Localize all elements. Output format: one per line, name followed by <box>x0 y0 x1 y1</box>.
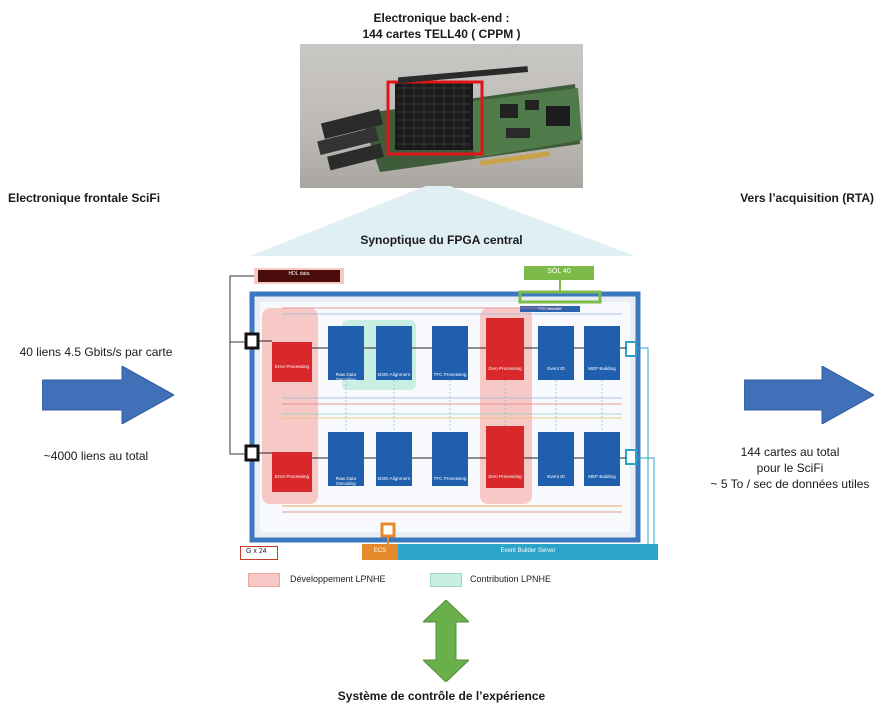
fpga-bottom-block-4: Zero Processing <box>488 474 522 479</box>
legend-contrib-swatch <box>430 573 462 587</box>
right-info: 144 cartes au total pour le SciFi ~ 5 To… <box>700 444 880 492</box>
fpga-top-block-0: Error Processing <box>274 364 310 369</box>
synoptic-title: Synoptique du FPGA central <box>360 233 523 247</box>
legend-gx-label: G x 24 <box>246 548 267 555</box>
fpga-top-block-5: Event ID <box>547 366 565 371</box>
event-builder-label: Event Builder Server <box>500 548 556 554</box>
fpga-bottom-block-0: Error Processing <box>274 474 310 479</box>
header-title: Electronique back-end : 144 cartes TELL4… <box>300 10 583 42</box>
fpga-top-block-2: BXID Alignment <box>377 372 411 377</box>
fpga-top-block-4: Zero Processing <box>488 366 522 371</box>
tell40-board-photo <box>300 44 583 188</box>
fpga-top-block-3: TFC Processing <box>433 372 467 377</box>
input-arrow <box>42 366 174 424</box>
legend-gx-box <box>240 546 278 560</box>
output-arrow <box>744 366 874 424</box>
header-line-2: 144 cartes TELL40 ( CPPM ) <box>362 27 521 41</box>
acquisition-title: Vers l’acquisition (RTA) <box>740 191 874 205</box>
magnify-cone <box>250 186 635 256</box>
legend-dev-swatch <box>248 573 280 587</box>
header-line-1: Electronique back-end : <box>373 11 510 25</box>
fpga-bottom-block-2: BXID Alignment <box>377 476 411 481</box>
links-per-card: 40 liens 4.5 Gbits/s par carte <box>19 345 173 359</box>
legend-dev-label: Développement LPNHE <box>290 574 386 584</box>
frontend-title: Electronique frontale SciFi <box>8 191 161 205</box>
for-scifi: pour le SciFi <box>756 461 824 475</box>
ttc-decoder-label: TTC decoder <box>538 306 562 311</box>
legend-contrib-label: Contribution LPNHE <box>470 574 552 584</box>
cards-total: 144 cartes au total <box>740 445 840 459</box>
fpga-bottom-block-1: Raw Data Decoding <box>335 476 357 486</box>
hdl-data-label: HDL data <box>288 271 310 277</box>
ecs-label: ECS <box>373 548 387 554</box>
footer-title: Système de contrôle de l’expérience <box>337 689 546 703</box>
useful-data-rate: ~ 5 To / sec de données utiles <box>710 477 870 491</box>
fpga-synoptic: Error Processing Raw Data Decoding BXID … <box>222 262 668 570</box>
fpga-bottom-block-5: Event ID <box>547 474 565 479</box>
ecs-double-arrow <box>423 600 469 682</box>
fpga-bottom-block-3: TFC Processing <box>433 476 467 481</box>
total-links: ~4000 liens au total <box>43 449 149 463</box>
fpga-top-block-1: Raw Data Decoding <box>335 372 357 382</box>
fpga-top-block-6: MEP Building <box>588 366 616 371</box>
sol40-label: SOL 40 <box>547 268 571 275</box>
fpga-wiring <box>229 266 658 560</box>
board-illustration <box>317 66 582 172</box>
fpga-bottom-block-6: MEP Building <box>588 474 616 479</box>
